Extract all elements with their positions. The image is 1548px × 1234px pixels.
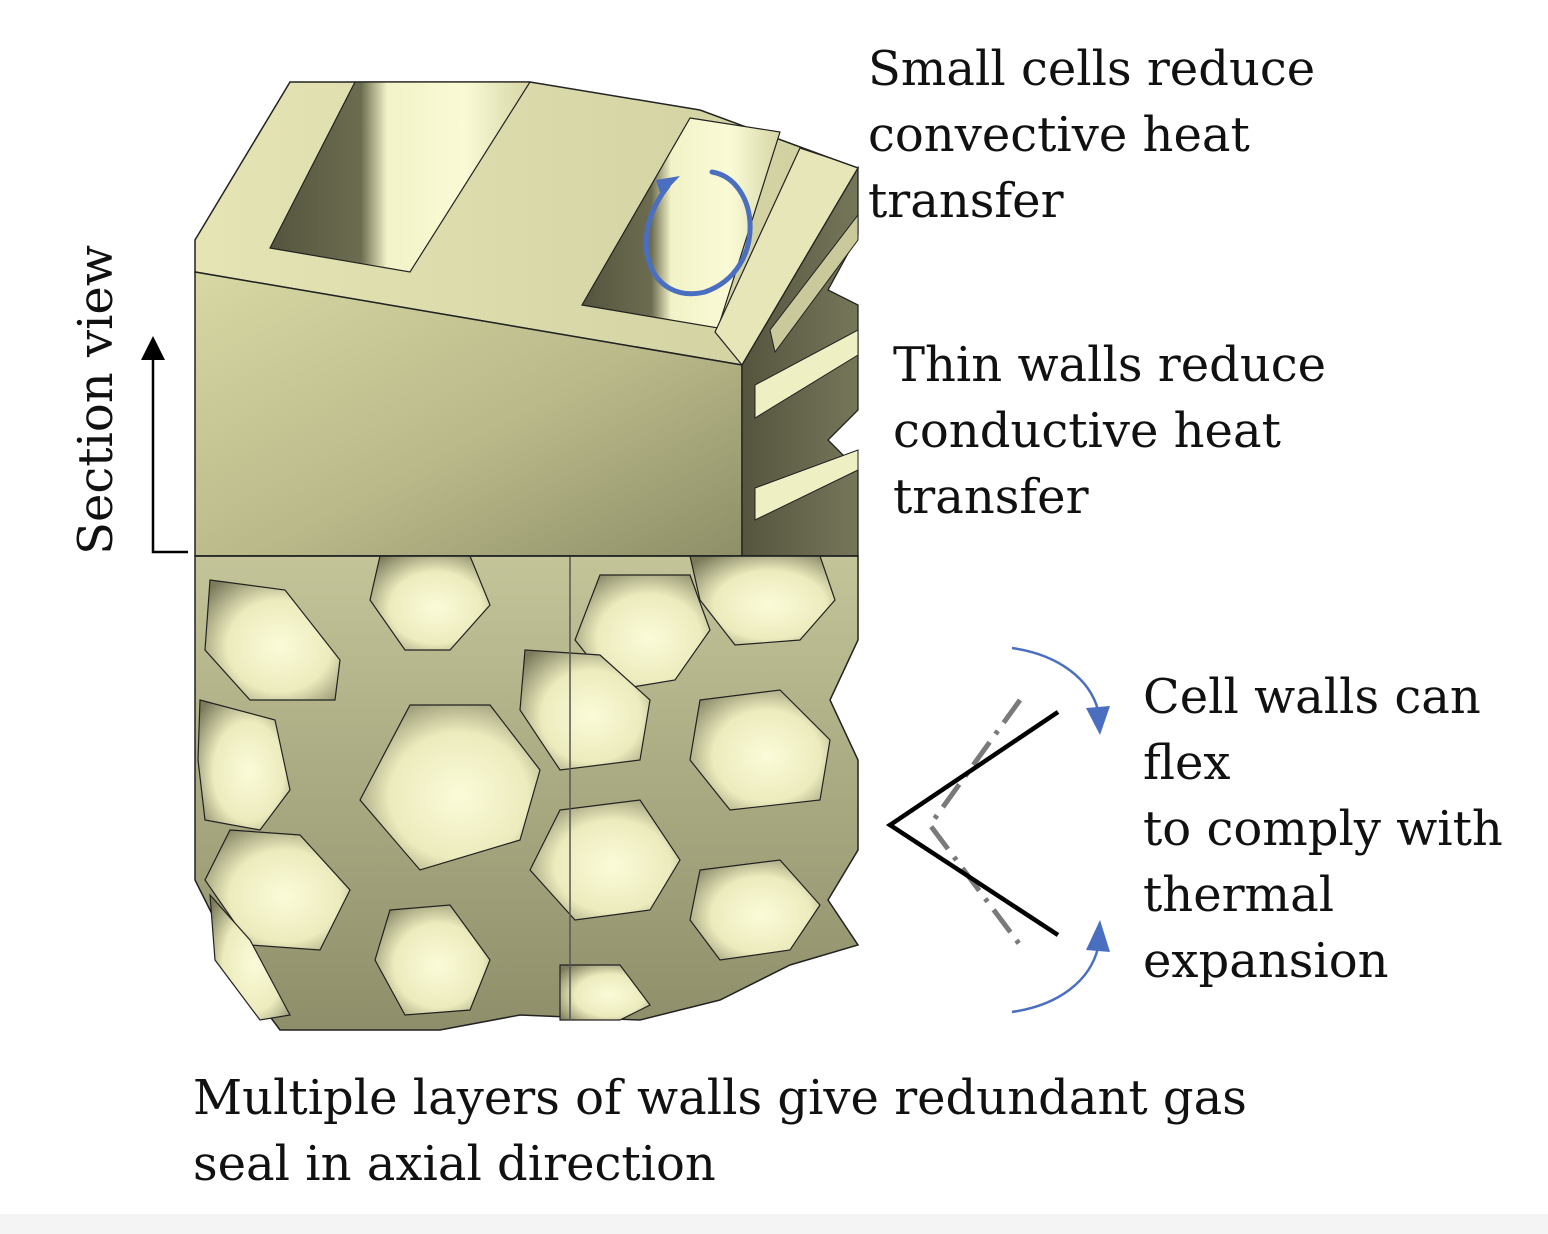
annotation-line: expansion	[1143, 933, 1389, 989]
cell-opening	[689, 859, 821, 961]
upper-section-solid	[194, 81, 860, 557]
flex-annotation: Cell walls can flex to comply with therm…	[1143, 664, 1503, 994]
cell-opening	[529, 799, 681, 921]
annotation-line: conductive heat	[893, 403, 1281, 459]
annotation-line: transfer	[893, 469, 1089, 525]
bottom-band	[0, 1214, 1548, 1234]
cell-opening	[204, 829, 351, 951]
flex-diagram	[885, 646, 1110, 1014]
cell-opening	[574, 574, 711, 691]
gas-seal-annotation: Multiple layers of walls give redundant …	[193, 1065, 1247, 1197]
annotation-line: thermal	[1143, 867, 1335, 923]
convective-heat-annotation: Small cells reduce convective heat trans…	[868, 36, 1315, 234]
cell-opening	[359, 704, 541, 871]
annotation-line: Cell walls can	[1143, 669, 1481, 725]
section-view-label: Section view	[68, 245, 124, 555]
honeycomb-lattice	[194, 555, 860, 1031]
cell-opening	[689, 689, 831, 811]
flex-arrow-upper	[1011, 646, 1100, 711]
annotation-line: Thin walls reduce	[893, 337, 1327, 393]
annotation-line: convective heat	[868, 107, 1250, 163]
convection-loop-arrow	[643, 169, 753, 297]
annotation-line: seal in axial direction	[193, 1136, 716, 1192]
conductive-heat-annotation: Thin walls reduce conductive heat transf…	[893, 332, 1326, 530]
section-view-arrow	[141, 336, 188, 554]
deformed-wall-dashed	[926, 698, 1023, 947]
cell-opening	[209, 893, 291, 1021]
cell-opening	[519, 649, 651, 771]
cell-opening	[204, 579, 341, 701]
cell-opening	[559, 964, 651, 1021]
annotation-line: flex	[1143, 735, 1231, 791]
annotation-line: Multiple layers of walls give redundant …	[193, 1070, 1247, 1126]
annotation-line: transfer	[868, 173, 1064, 229]
slot-channel-left	[269, 81, 532, 273]
flex-arrow-lower	[1011, 947, 1100, 1014]
cell-opening	[197, 699, 291, 831]
cell-opening	[374, 904, 491, 1016]
annotation-line: Small cells reduce	[868, 41, 1316, 97]
annotation-line: to comply with	[1143, 801, 1503, 857]
wall-solid	[885, 710, 1060, 937]
